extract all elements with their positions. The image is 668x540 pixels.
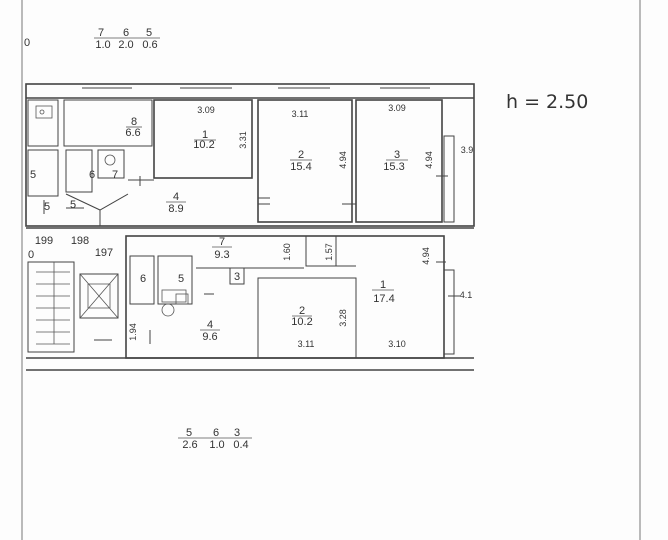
small-label-6-a: 6 [89, 169, 95, 181]
room-1-number-top: 1 [202, 129, 208, 141]
summary-bottom: 5 6 3 2.6 1.0 0.4 [178, 427, 252, 451]
dim-3-09-a: 3.09 [197, 105, 215, 115]
small-label-5-c: 5 [70, 199, 76, 211]
edge-mark-top: 0 [24, 37, 30, 49]
room-3-area-top: 15.3 [383, 161, 404, 173]
room-4-number-top: 4 [173, 191, 179, 203]
dim-3-28: 3.28 [338, 309, 348, 327]
room-3-number-top: 3 [394, 149, 400, 161]
room-8-area: 6.6 [125, 127, 140, 139]
room-4-area-bottom: 9.6 [202, 331, 217, 343]
dim-1-57: 1.57 [324, 243, 334, 261]
summary-bottom-val-1: 2.6 [182, 439, 197, 451]
dim-3-11-b: 3.11 [298, 339, 315, 349]
dim-4-94-b: 4.94 [424, 151, 434, 169]
room-1-area-bottom: 17.4 [373, 293, 394, 305]
dim-4-1: 4.1 [460, 290, 473, 300]
summary-top-num-3: 5 [146, 27, 152, 39]
room-8-number: 8 [131, 116, 137, 128]
room-1-number-bottom: 1 [380, 279, 386, 291]
room-2-area-bottom: 10.2 [291, 316, 312, 328]
room-1-area-top: 10.2 [193, 139, 214, 151]
summary-bottom-num-2: 6 [213, 427, 219, 439]
small-label-5-d: 5 [178, 273, 184, 285]
flat-number-198: 198 [71, 235, 89, 247]
summary-top-num-1: 7 [98, 27, 104, 39]
summary-top: 7 6 5 1.0 2.0 0.6 [94, 27, 160, 51]
summary-top-val-1: 1.0 [95, 39, 110, 51]
room-7-number: 7 [219, 236, 225, 248]
dim-1-60: 1.60 [282, 243, 292, 261]
small-label-7-a: 7 [112, 169, 118, 181]
room-7-area: 9.3 [214, 249, 229, 261]
flat-number-197: 197 [95, 247, 113, 259]
small-label-6-b: 6 [140, 273, 146, 285]
summary-bottom-num-1: 5 [186, 427, 192, 439]
dim-3-31: 3.31 [238, 131, 248, 149]
ceiling-height-label: h = 2.50 [506, 91, 588, 113]
small-label-3: 3 [234, 271, 240, 283]
room-4-area-top: 8.9 [168, 203, 183, 215]
edge-mark-mid: 0 [28, 249, 34, 261]
small-label-5-b: 5 [44, 201, 50, 213]
summary-top-val-3: 0.6 [142, 39, 157, 51]
lower-apartment [26, 227, 474, 371]
summary-top-num-2: 6 [123, 27, 129, 39]
flat-number-199: 199 [35, 235, 53, 247]
dim-4-94-c: 4.94 [421, 247, 431, 265]
room-2-number-top: 2 [298, 149, 304, 161]
upper-apartment [25, 83, 475, 227]
summary-bottom-num-3: 3 [234, 427, 240, 439]
dim-4-94-a: 4.94 [338, 151, 348, 169]
dim-1-94: 1.94 [128, 323, 138, 341]
dim-3-11-a: 3.11 [292, 109, 309, 119]
summary-bottom-val-3: 0.4 [233, 439, 248, 451]
dim-3-09-b: 3.09 [388, 103, 406, 113]
summary-bottom-val-2: 1.0 [209, 439, 224, 451]
small-label-5-a: 5 [30, 169, 36, 181]
room-4-number-bottom: 4 [207, 319, 213, 331]
room-2-area-top: 15.4 [290, 161, 311, 173]
dim-3-9: 3.9 [461, 145, 474, 155]
dim-3-10: 3.10 [388, 339, 406, 349]
summary-top-val-2: 2.0 [118, 39, 133, 51]
room-2-number-bottom: 2 [299, 305, 305, 317]
